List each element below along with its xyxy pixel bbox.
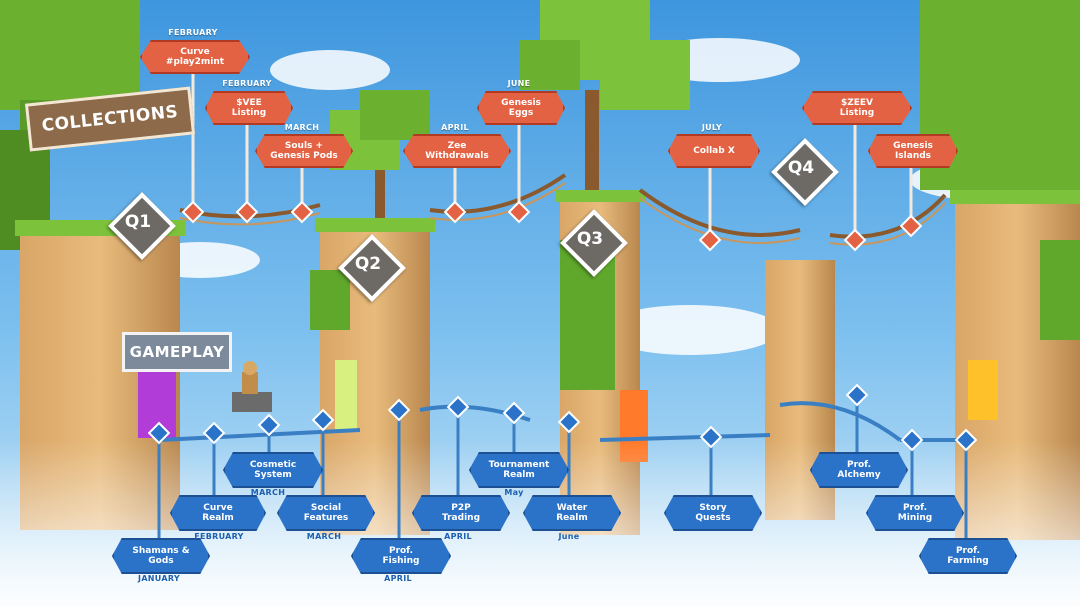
- gameplay-section-plaque: GAMEPLAY: [122, 332, 232, 372]
- gameplay-sign-label: Prof. Fishing: [382, 546, 420, 566]
- collection-sign-label: Genesis Eggs: [501, 98, 541, 118]
- gameplay-sign-label: Social Features: [303, 503, 349, 523]
- q2-badge: Q2: [354, 254, 382, 274]
- collection-sign-label: Souls + Genesis Pods: [270, 141, 338, 161]
- q3-badge: Q3: [576, 229, 604, 249]
- collection-sign-label: Genesis Islands: [893, 141, 933, 161]
- gameplay-sign-label: Curve Realm: [202, 503, 234, 523]
- collection-month: APRIL: [441, 123, 469, 132]
- gameplay-sign-label: Tournament Realm: [488, 460, 550, 480]
- gameplay-month: MARCH: [306, 532, 342, 541]
- collection-month: JUNE: [507, 79, 531, 88]
- collection-sign-souls-genesis-pods[interactable]: Souls + Genesis Pods: [255, 134, 353, 168]
- collection-sign-label: Curve #play2mint: [165, 47, 225, 67]
- collection-month: FEBRUARY: [168, 28, 218, 37]
- gameplay-sign-prof-fishing[interactable]: Prof. Fishing: [351, 538, 451, 574]
- collection-sign-label: Zee Withdrawals: [425, 141, 489, 161]
- gameplay-sign-cosmetic-system[interactable]: Cosmetic System: [223, 452, 323, 488]
- gameplay-sign-label: Prof. Farming: [947, 546, 989, 566]
- collection-sign-zeev-listing[interactable]: $ZEEV Listing: [802, 91, 912, 125]
- collection-sign-vee-listing[interactable]: $VEE Listing: [205, 91, 293, 125]
- collection-sign-collab-x[interactable]: Collab X: [668, 134, 760, 168]
- collection-month: FEBRUARY: [222, 79, 272, 88]
- q1-badge: Q1: [124, 212, 152, 232]
- collection-sign-label: Collab X: [693, 146, 735, 156]
- collection-sign-curve-play2mint[interactable]: Curve #play2mint: [140, 40, 250, 74]
- gameplay-sign-label: Prof. Mining: [897, 503, 933, 523]
- gameplay-sign-tournament-realm[interactable]: Tournament Realm: [469, 452, 569, 488]
- gameplay-sign-label: Shamans & Gods: [132, 546, 190, 566]
- gameplay-sign-label: Water Realm: [556, 503, 588, 523]
- gameplay-sign-label: P2P Trading: [441, 503, 481, 523]
- gameplay-sign-p2p-trading[interactable]: P2P Trading: [412, 495, 510, 531]
- gameplay-section-title: GAMEPLAY: [129, 343, 225, 361]
- collection-sign-label: $ZEEV Listing: [839, 98, 875, 118]
- collection-sign-genesis-islands[interactable]: Genesis Islands: [868, 134, 958, 168]
- gameplay-month: APRIL: [384, 574, 412, 583]
- gameplay-month: JANUARY: [138, 574, 180, 583]
- gameplay-sign-label: Cosmetic System: [249, 460, 297, 480]
- gameplay-sign-story-quests[interactable]: Story Quests: [664, 495, 762, 531]
- collection-month: MARCH: [284, 123, 320, 132]
- gameplay-sign-prof-alchemy[interactable]: Prof. Alchemy: [810, 452, 908, 488]
- collection-sign-label: $VEE Listing: [231, 98, 267, 118]
- gameplay-sign-water-realm[interactable]: Water Realm: [523, 495, 621, 531]
- gameplay-month: FEBRUARY: [194, 532, 244, 541]
- gameplay-sign-label: Story Quests: [695, 503, 731, 523]
- gameplay-month: May: [504, 488, 524, 497]
- gameplay-sign-shamans-gods[interactable]: Shamans & Gods: [112, 538, 210, 574]
- gameplay-sign-prof-mining[interactable]: Prof. Mining: [866, 495, 964, 531]
- q4-badge: Q4: [787, 158, 815, 178]
- collections-section-title: COLLECTIONS: [40, 101, 180, 137]
- gameplay-sign-curve-realm[interactable]: Curve Realm: [170, 495, 266, 531]
- gameplay-month: APRIL: [444, 532, 472, 541]
- gameplay-sign-prof-farming[interactable]: Prof. Farming: [919, 538, 1017, 574]
- gameplay-sign-label: Prof. Alchemy: [837, 460, 881, 480]
- gameplay-month: MARCH: [250, 488, 286, 497]
- gameplay-month: June: [558, 532, 580, 541]
- collection-sign-genesis-eggs[interactable]: Genesis Eggs: [477, 91, 565, 125]
- collection-sign-zee-withdrawals[interactable]: Zee Withdrawals: [403, 134, 511, 168]
- collection-month: JULY: [701, 123, 723, 132]
- gameplay-sign-social-features[interactable]: Social Features: [277, 495, 375, 531]
